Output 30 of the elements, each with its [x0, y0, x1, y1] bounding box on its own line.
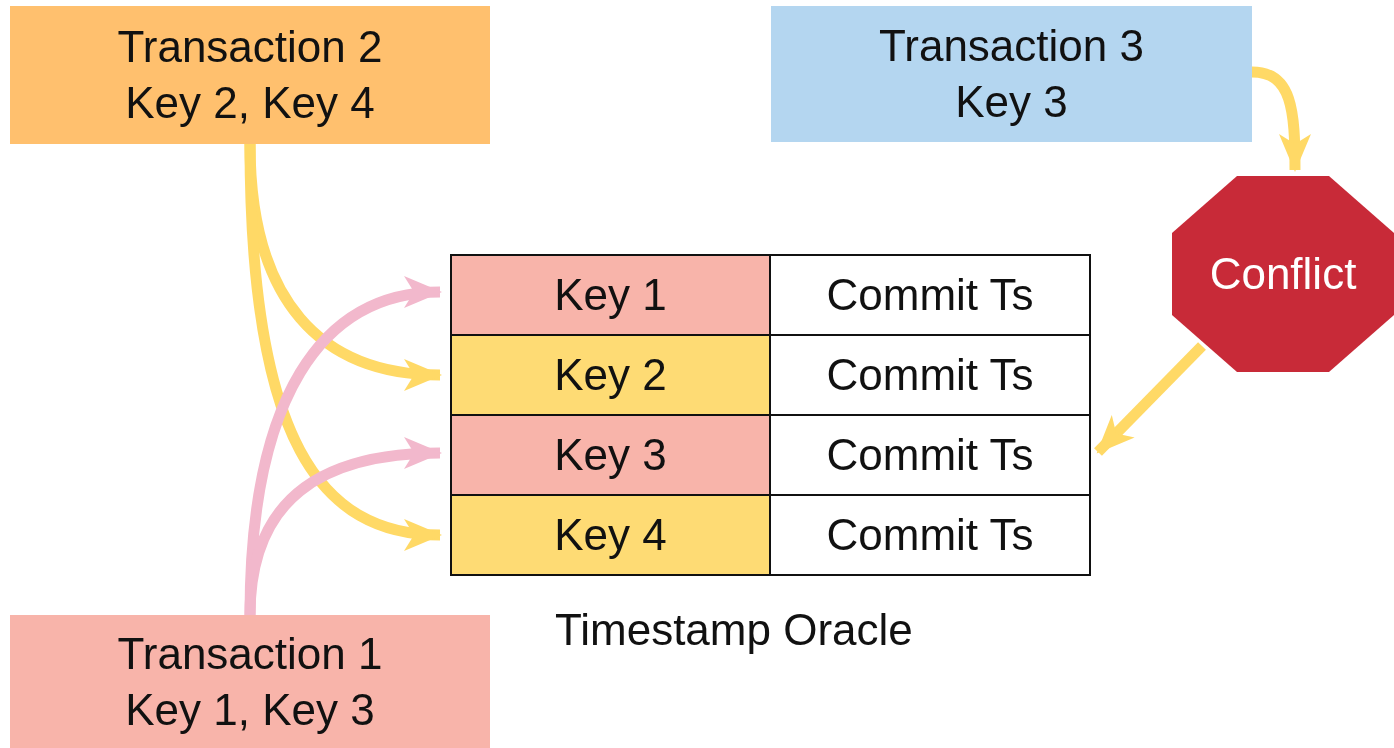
arrow [244, 438, 442, 616]
box-label: Key 1, Key 3 [125, 683, 375, 736]
table-cell [450, 334, 771, 416]
box-label: Transaction 2 [117, 21, 383, 73]
arrow [1094, 342, 1206, 456]
table-cell [769, 254, 1091, 336]
cell-text: Key 4 [554, 509, 667, 561]
cell-text: Key 3 [554, 429, 667, 481]
cell-text: Commit Ts [826, 509, 1034, 561]
stop-octagon [1172, 176, 1394, 372]
table-cell [450, 254, 771, 336]
table-cell [769, 494, 1091, 576]
box-label: Transaction 3 [879, 20, 1144, 72]
process-box [10, 615, 490, 748]
box-label: Key 2, Key 4 [125, 77, 375, 129]
box-label: Conflict [1209, 248, 1357, 300]
box-label: Key 3 [955, 76, 1068, 128]
table-cell [450, 414, 771, 496]
cell-text: Commit Ts [826, 269, 1034, 321]
arrow [244, 143, 442, 549]
arrow [244, 278, 442, 616]
box-label: Transaction 1 [117, 627, 383, 680]
cell-text: Key 1 [554, 269, 667, 321]
table-caption: Timestamp Oracle [555, 604, 913, 656]
cell-text: Commit Ts [826, 429, 1034, 481]
process-box [771, 6, 1252, 142]
table-cell [450, 494, 771, 576]
cell-text: Commit Ts [826, 349, 1034, 401]
cell-text: Key 2 [554, 349, 667, 401]
process-box [10, 6, 490, 144]
